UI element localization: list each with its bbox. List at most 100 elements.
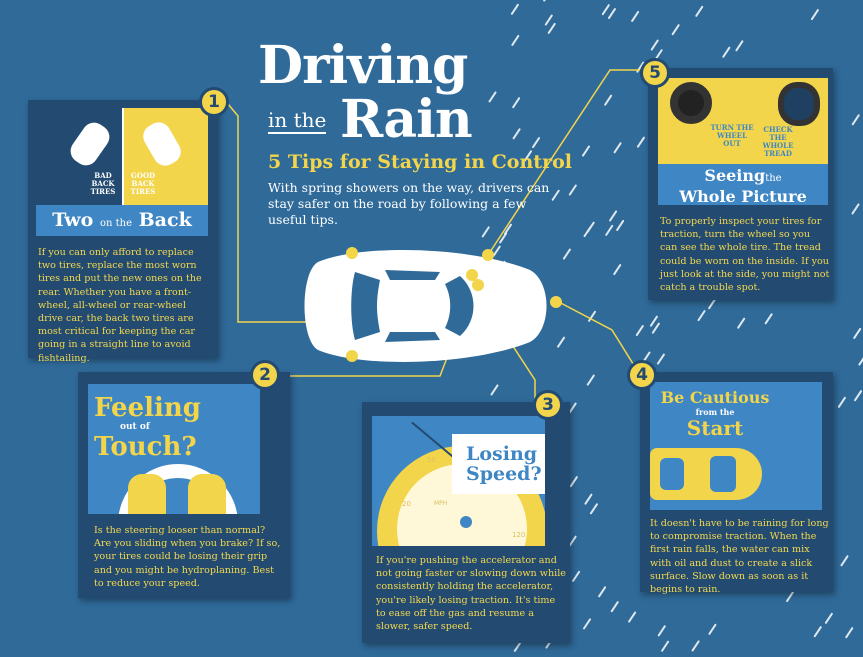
- rain-streak: [503, 223, 512, 235]
- rain-streak: [581, 145, 590, 157]
- rain-streak: [654, 49, 663, 61]
- rain-streak: [613, 264, 622, 276]
- label-check-whole-tread: CHECK THE WHOLE TREAD: [762, 125, 794, 158]
- rain-streak: [610, 601, 619, 613]
- rain-streak: [858, 357, 863, 366]
- rain-streak: [568, 535, 577, 547]
- rain-streak: [598, 586, 607, 598]
- label-turn-wheel-out: TURN THE WHEEL OUT: [710, 123, 754, 148]
- rain-streak: [616, 219, 625, 231]
- rain-streak: [481, 226, 490, 238]
- rain-streak: [601, 4, 610, 16]
- tip-4-number-badge: 4: [627, 360, 657, 390]
- gauge-unit: MPH: [434, 500, 448, 507]
- rain-streak: [837, 396, 846, 408]
- rain-streak: [584, 493, 593, 505]
- tip-5-illustration: TURN THE WHEEL OUT CHECK THE WHOLE TREAD…: [658, 78, 828, 205]
- rain-streak: [490, 384, 499, 396]
- tip-2-body: Is the steering looser than normal? Are …: [94, 525, 281, 589]
- left-hand-icon: [128, 474, 166, 514]
- rain-streak: [708, 623, 717, 635]
- label-bad-back-tires: BAD BACK TIRES: [90, 171, 116, 196]
- title-rain: Rain: [340, 89, 473, 150]
- bad-car-icon: [65, 117, 115, 171]
- rain-streak: [671, 24, 680, 36]
- rain-streak: [824, 612, 833, 624]
- rain-streak: [551, 189, 560, 201]
- rain-streak: [510, 3, 519, 15]
- rain-streak: [511, 34, 520, 46]
- rain-streak: [708, 298, 717, 310]
- rain-streak: [499, 232, 508, 244]
- rain-streak: [583, 618, 592, 630]
- rain-streak: [840, 555, 849, 567]
- rain-streak: [586, 221, 595, 233]
- rain-streak: [845, 627, 854, 639]
- tip-2-number-badge: 2: [250, 360, 280, 390]
- title-in-the: in the: [268, 108, 327, 134]
- rain-streak: [661, 640, 670, 652]
- tip-1-illustration: BAD BACK TIRES GOOD BACK TIRES: [36, 108, 208, 206]
- rain-streak: [492, 245, 501, 257]
- car-top-view-icon: [304, 250, 547, 362]
- rain-streak: [513, 640, 522, 652]
- subtitle: 5 Tips for Staying in Control: [268, 151, 572, 173]
- tip-1-panel: BAD BACK TIRES GOOD BACK TIRES Two on th…: [28, 100, 218, 364]
- rain-streak: [651, 322, 660, 334]
- tip-1-number-badge: 1: [199, 87, 229, 117]
- title-driving: Driving: [258, 35, 468, 96]
- tip-1-body: If you can only afford to replace two ti…: [38, 247, 202, 364]
- rain-streak: [532, 137, 541, 149]
- rain-streak: [631, 10, 640, 22]
- rain-streak: [636, 136, 645, 148]
- rain-streak: [609, 210, 618, 222]
- rain-streak: [657, 625, 666, 637]
- tip-5-number-badge: 5: [640, 58, 670, 88]
- tip-1-title: Two on the Back: [36, 205, 208, 236]
- rain-streak: [810, 9, 819, 21]
- rain-streak: [589, 503, 598, 515]
- rain-streak: [650, 39, 659, 51]
- intro-description: With spring showers on the way, drivers …: [268, 180, 550, 227]
- rain-streak: [568, 402, 577, 414]
- rain-streak: [628, 611, 637, 623]
- rain-streak: [656, 353, 665, 365]
- rain-streak: [524, 150, 533, 162]
- rain-streak: [572, 570, 581, 582]
- rain-streak: [547, 22, 556, 34]
- rain-streak: [569, 476, 578, 488]
- rain-streak: [697, 310, 706, 322]
- rain-streak: [544, 14, 553, 26]
- rain-streak: [854, 390, 863, 402]
- rain-streak: [562, 248, 571, 260]
- rain-streak: [691, 640, 700, 652]
- tip-3-number-badge: 3: [533, 390, 563, 420]
- rain-streak: [635, 325, 644, 337]
- tip-5-panel: TURN THE WHEEL OUT CHECK THE WHOLE TREAD…: [648, 68, 833, 300]
- rain-streak: [851, 203, 860, 215]
- rain-streak: [737, 317, 746, 329]
- rain-streak: [695, 5, 704, 17]
- tip-3-body: If you're pushing the accelerator and no…: [376, 555, 566, 633]
- rain-streak: [543, 0, 546, 2]
- gauge-label-50: 50: [427, 456, 436, 464]
- rain-streak: [607, 8, 616, 20]
- rain-streak: [512, 97, 521, 109]
- rain-streak: [853, 327, 862, 339]
- rain-streak: [649, 315, 658, 327]
- tip-5-body: To properly inspect your tires for tract…: [660, 216, 830, 294]
- right-hand-icon: [188, 474, 226, 514]
- rain-streak: [764, 313, 773, 325]
- gauge-label-20: 20: [402, 500, 411, 508]
- rain-streak: [605, 224, 614, 236]
